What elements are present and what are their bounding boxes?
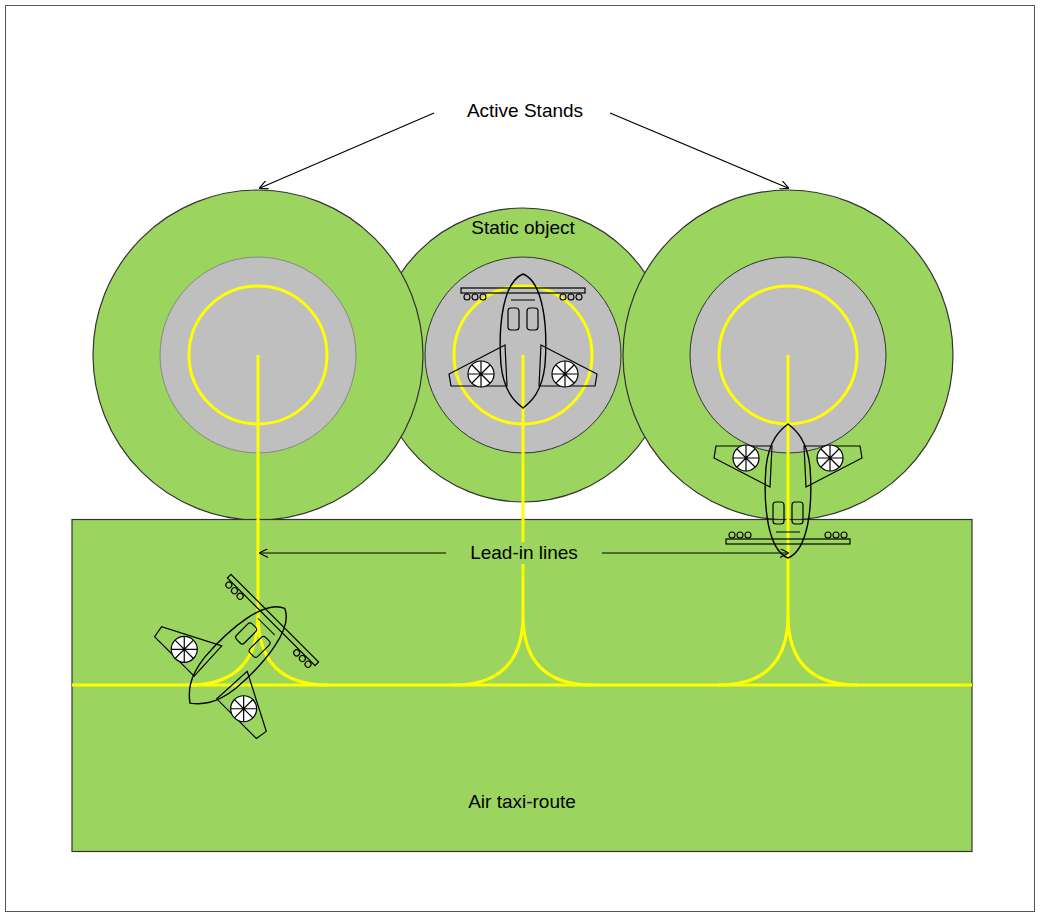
- leader-line: [260, 113, 788, 553]
- callout-label: Active Stands: [463, 100, 587, 123]
- stand-marking: [189, 286, 857, 520]
- taxi-route-area: [72, 520, 972, 852]
- aircraft: [138, 556, 337, 755]
- stand-circle: Static object: [376, 208, 670, 502]
- callout-label: Lead-in lines: [466, 542, 582, 565]
- node-text: Static object: [467, 217, 579, 240]
- node-text: Air taxi-route: [464, 791, 580, 814]
- aircraft: [714, 424, 862, 558]
- taxi-route: Air taxi-route: [72, 519, 972, 851]
- aircraft: [449, 274, 597, 408]
